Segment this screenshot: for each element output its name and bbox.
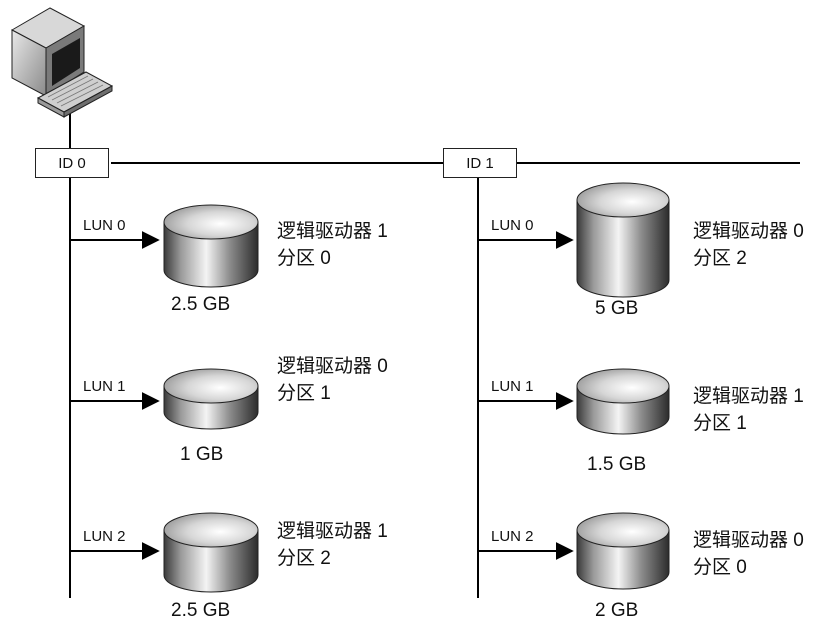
- disk-icon: [163, 512, 259, 593]
- logical-drive: 逻辑驱动器 0: [693, 530, 804, 551]
- disk-icon: [576, 182, 670, 298]
- disk-description: 逻辑驱动器 0 分区 2: [693, 218, 804, 272]
- computer-icon: [10, 7, 114, 118]
- disk-description: 逻辑驱动器 0 分区 0: [693, 527, 804, 581]
- disk-description: 逻辑驱动器 1 分区 2: [277, 518, 388, 572]
- lun-label: LUN 0: [83, 217, 126, 234]
- lun-label: LUN 0: [491, 217, 534, 234]
- logical-drive: 逻辑驱动器 0: [277, 356, 388, 377]
- disk-icon: [576, 512, 670, 590]
- logical-drive: 逻辑驱动器 0: [693, 221, 804, 242]
- disk-size: 5 GB: [595, 298, 639, 319]
- logical-drive: 逻辑驱动器 1: [693, 386, 804, 407]
- disk-icon: [576, 368, 670, 435]
- lun-label: LUN 2: [83, 528, 126, 545]
- partition: 分区 0: [693, 557, 747, 578]
- lun-label: LUN 1: [83, 378, 126, 395]
- disk-size: 1.5 GB: [587, 454, 647, 475]
- id-box-0: ID 0: [35, 148, 109, 178]
- disk-description: 逻辑驱动器 1 分区 0: [277, 218, 388, 272]
- id-box-1: ID 1: [443, 148, 517, 178]
- disk-description: 逻辑驱动器 1 分区 1: [693, 383, 804, 437]
- disk-icon: [163, 204, 259, 288]
- partition: 分区 2: [277, 548, 331, 569]
- partition: 分区 0: [277, 248, 331, 269]
- partition: 分区 1: [277, 383, 331, 404]
- logical-drive: 逻辑驱动器 1: [277, 221, 388, 242]
- disk-size: 2 GB: [595, 600, 639, 621]
- lun-label: LUN 1: [491, 378, 534, 395]
- disk-size: 2.5 GB: [171, 294, 231, 315]
- partition: 分区 1: [693, 413, 747, 434]
- disk-size: 1 GB: [180, 444, 224, 465]
- disk-icon: [163, 368, 259, 430]
- disk-size: 2.5 GB: [171, 600, 231, 621]
- logical-drive: 逻辑驱动器 1: [277, 521, 388, 542]
- lun-label: LUN 2: [491, 528, 534, 545]
- disk-description: 逻辑驱动器 0 分区 1: [277, 353, 388, 407]
- partition: 分区 2: [693, 248, 747, 269]
